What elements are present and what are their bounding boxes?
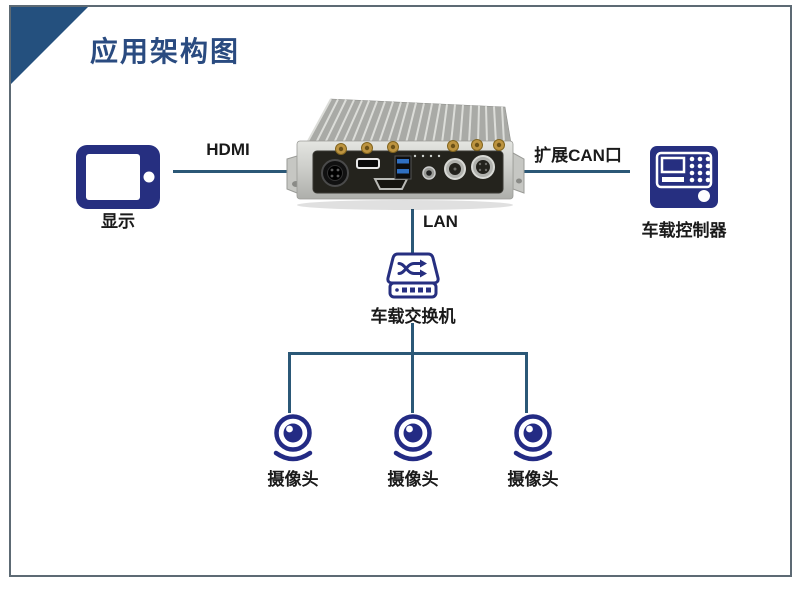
vehicle-switch-icon xyxy=(386,252,440,300)
display-label: 显示 xyxy=(101,212,135,231)
camera-icon xyxy=(511,413,555,463)
can-link-label: 扩展CAN口 xyxy=(534,146,622,165)
page-title: 应用架构图 xyxy=(90,36,241,67)
can-link-line xyxy=(518,170,630,173)
hdmi-link-line xyxy=(173,170,287,173)
vehicle-controller-label: 车载控制器 xyxy=(641,221,727,240)
camera-icon xyxy=(271,413,315,463)
display-icon xyxy=(76,145,160,209)
camera-label: 摄像头 xyxy=(387,470,439,489)
page-border-frame xyxy=(9,5,792,577)
camera-bus-line xyxy=(288,352,528,355)
switch-to-bus-line xyxy=(411,323,414,413)
camera-icon xyxy=(391,413,435,463)
bus-to-camera3-line xyxy=(525,352,528,413)
lan-link-label: LAN xyxy=(423,212,458,231)
hdmi-link-label: HDMI xyxy=(206,140,250,159)
vehicle-controller-icon xyxy=(650,146,718,208)
vehicle-switch-label: 车载交换机 xyxy=(370,307,456,326)
vehicle-computer-image xyxy=(283,93,527,213)
camera-label: 摄像头 xyxy=(507,470,559,489)
camera-label: 摄像头 xyxy=(267,470,319,489)
lan-link-line xyxy=(411,209,414,254)
bus-to-camera1-line xyxy=(288,352,291,413)
